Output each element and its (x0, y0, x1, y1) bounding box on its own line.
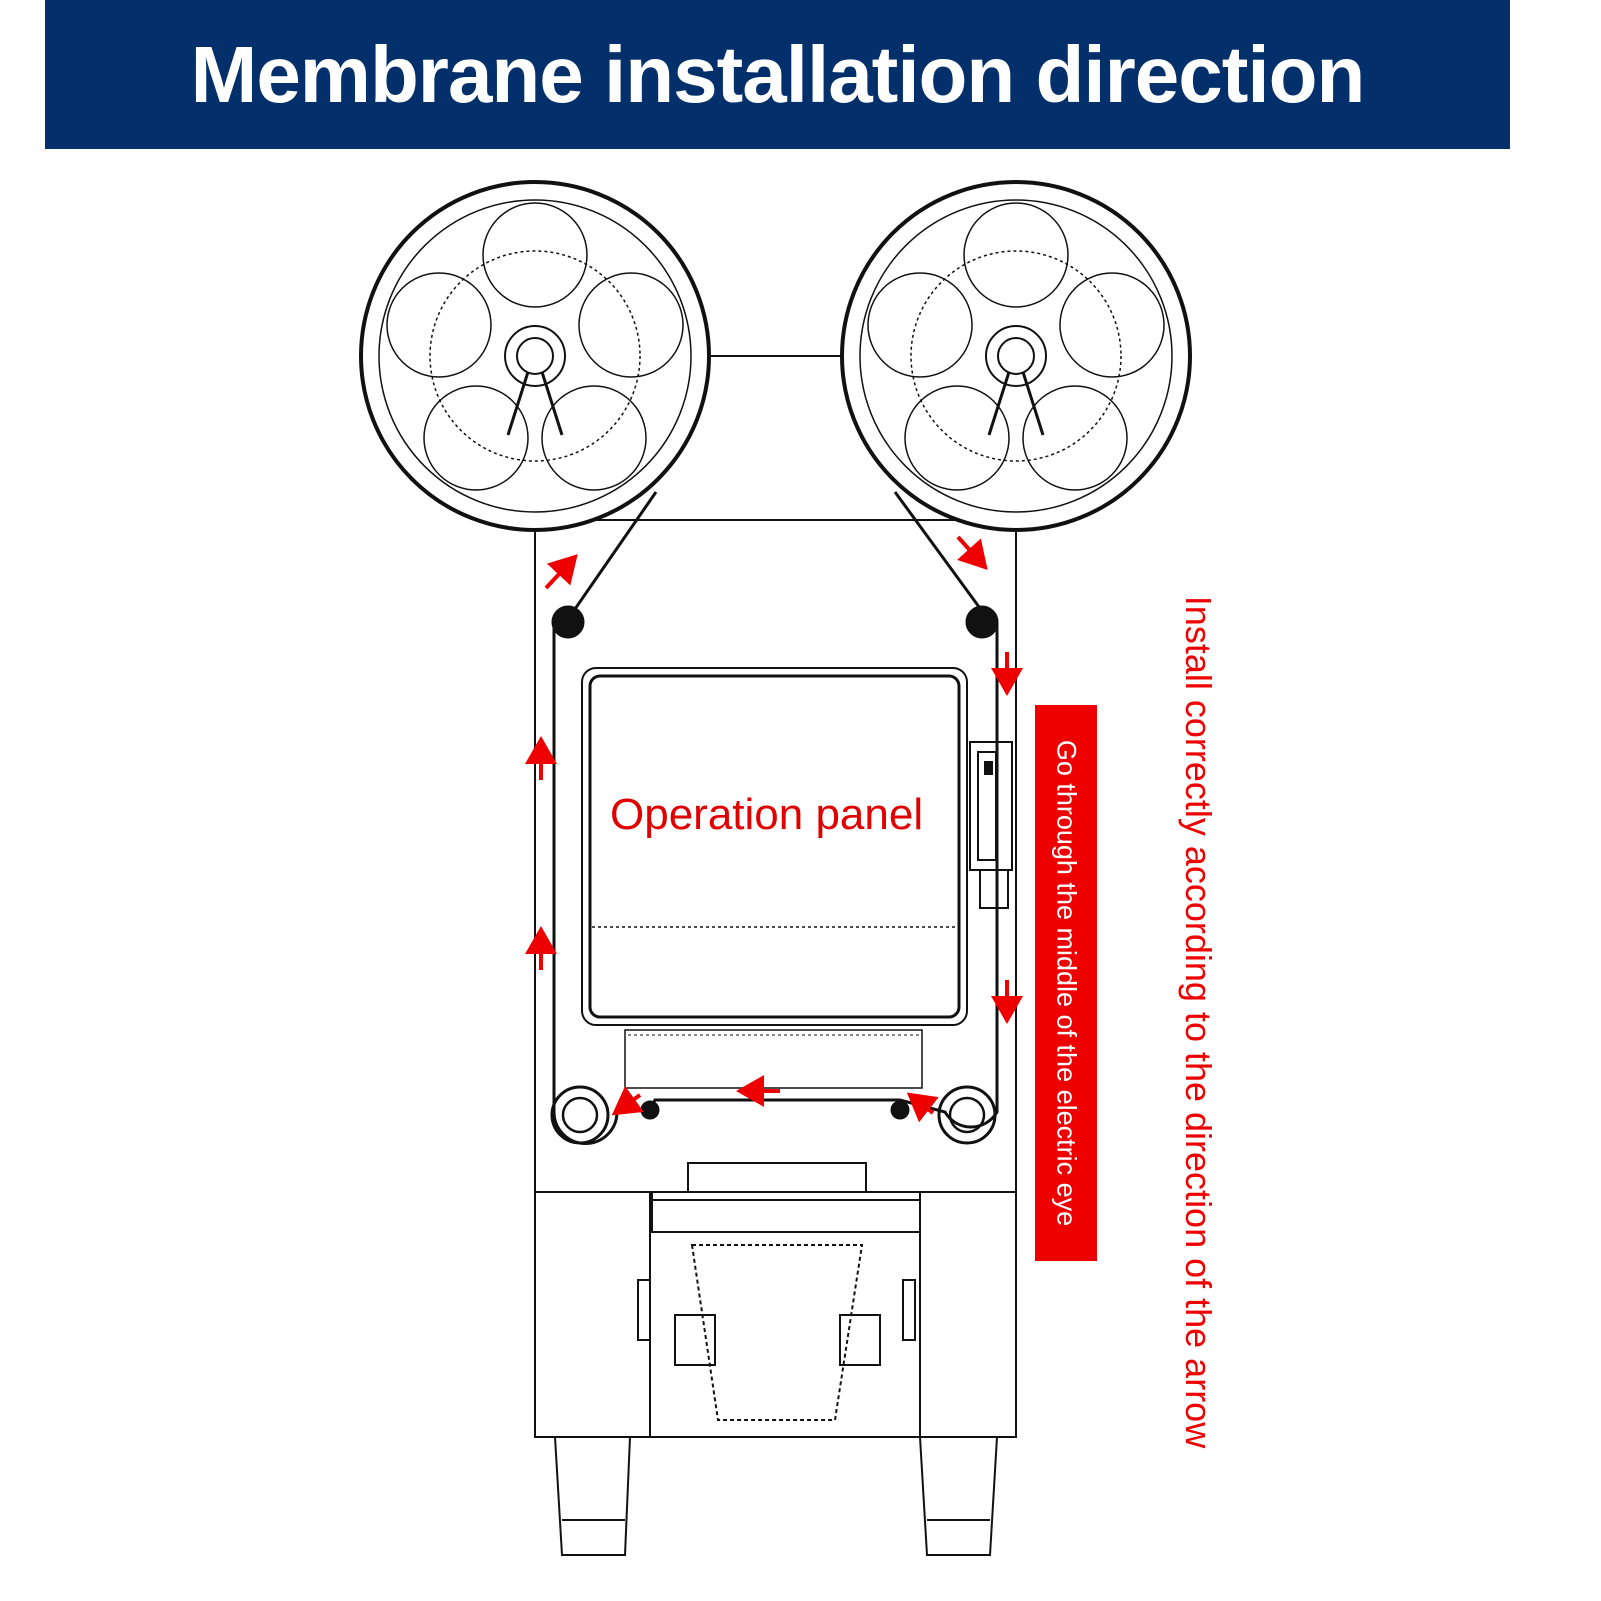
electric-eye-note: Go through the middle of the electric ey… (1051, 739, 1082, 1227)
machine-legs (553, 1436, 999, 1556)
page-title: Membrane installation direction (190, 29, 1366, 119)
arrow-up-left-top (544, 554, 578, 590)
install-instruction: Install correctly according to the direc… (1178, 595, 1219, 1449)
right-reel (840, 180, 1192, 532)
membrane-path (552, 491, 999, 1145)
operation-panel-label: Operation panel (610, 790, 924, 839)
header-banner: Membrane installation direction (45, 0, 1510, 149)
arrow-down-left-bottom (611, 1085, 644, 1116)
arrow-down-right-top (956, 535, 988, 570)
left-reel (359, 180, 711, 532)
electric-eye (969, 741, 1013, 909)
rollers (550, 605, 999, 1145)
direction-arrows (525, 535, 1023, 1123)
machine-body (534, 519, 1017, 1438)
operation-panel (581, 667, 968, 1089)
electric-eye-badge (1035, 705, 1097, 1261)
arrow-up-left-bottom (906, 1092, 939, 1123)
